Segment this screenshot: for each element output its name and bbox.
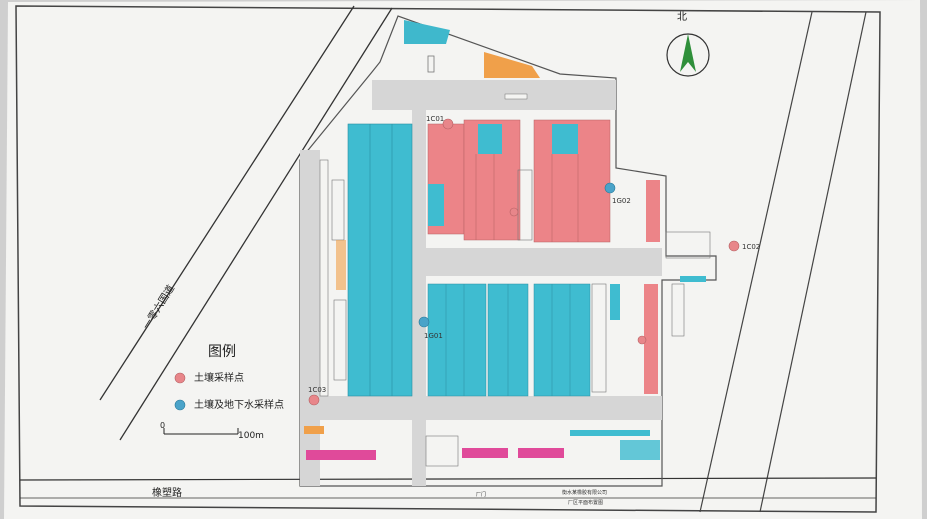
- map-frame: [15, 5, 881, 513]
- sample-point-1C03: 1C03: [308, 386, 326, 406]
- sample-label-1G02: 1G02: [612, 197, 631, 205]
- gate-structure: [425, 435, 459, 467]
- left-strips: [319, 159, 347, 397]
- footer-note-line2: 厂区平面布置图: [568, 499, 603, 506]
- bottom-orange-block: [304, 426, 324, 434]
- internal-roads: [300, 80, 662, 486]
- soil-sample-icon: [174, 372, 186, 384]
- building-top-cyan: [404, 20, 450, 44]
- soil-sample-marker: [637, 335, 647, 345]
- building-top-orange: [484, 52, 540, 78]
- sample-label-1G01: 1G01: [424, 332, 443, 340]
- workshop-cyan-1: [427, 283, 487, 397]
- small-structure: [427, 55, 435, 73]
- bottom-magenta-2: [462, 448, 508, 458]
- legend-item-soil: 土壤采样点: [194, 371, 244, 384]
- bottom-cyan-strip: [570, 430, 650, 436]
- sample-point-1G01: 1G01: [418, 316, 443, 340]
- legend-item-soil-groundwater: 土壤及地下水采样点: [194, 398, 284, 411]
- sample-point-1C01: 1C01: [426, 115, 454, 130]
- sample-label-1C01: 1C01: [426, 115, 444, 123]
- road-label-box: [504, 93, 528, 100]
- east-cyan-strip: [680, 276, 706, 282]
- scale-bar: [163, 428, 239, 435]
- legend-title: 图例: [208, 344, 236, 360]
- warehouse-left: [347, 123, 413, 397]
- gatehouse-east: [665, 231, 711, 259]
- scale-end: 100m: [238, 431, 264, 441]
- north-arrow: [666, 33, 710, 77]
- bottom-magenta-1: [306, 450, 376, 460]
- bottom-cyan-block: [620, 440, 660, 460]
- sample-point-1G02: 1G02: [604, 182, 631, 205]
- building-outline-2: [591, 283, 607, 393]
- building-pink-a: [427, 123, 465, 235]
- sample-point-1C02: 1C02: [728, 240, 760, 252]
- bottom-road-label: 橡塑路: [152, 486, 182, 499]
- building-pink-b: [463, 119, 521, 241]
- bottom-magenta-3: [518, 448, 564, 458]
- sample-label-1C03: 1C03: [308, 386, 326, 394]
- workshop-cyan-2: [487, 283, 529, 397]
- scale-start: 0: [160, 421, 165, 430]
- bottom-road: [19, 477, 877, 499]
- legend: 图例 土壤采样点 土壤及地下水采样点 0 100m: [160, 344, 284, 441]
- soil-sample-marker: [509, 207, 519, 217]
- soil-groundwater-sample-icon: [174, 399, 186, 411]
- small-cyan-block: [610, 284, 620, 320]
- building-pink-e: [644, 284, 658, 394]
- building-pink-d: [646, 180, 660, 242]
- east-outbuilding: [671, 283, 685, 337]
- right-road: [699, 11, 867, 513]
- building-pink-c: [533, 119, 611, 243]
- diagonal-highway: [99, 5, 393, 441]
- north-label: 北: [677, 11, 687, 23]
- building-outline: [517, 169, 533, 241]
- footer-note-line1: 衡水某橡胶有限公司: [562, 489, 607, 496]
- sample-label-1C02: 1C02: [742, 243, 760, 251]
- workshop-cyan-3: [533, 283, 591, 397]
- gate-label: 厂门: [476, 491, 486, 498]
